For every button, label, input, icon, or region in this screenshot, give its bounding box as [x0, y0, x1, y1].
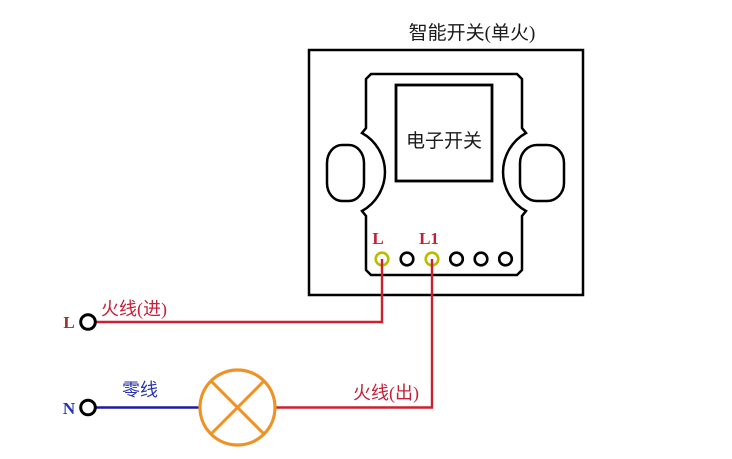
live-source-label: L: [63, 313, 74, 332]
mounting-hole-left: [325, 143, 366, 203]
neutral-wire-label: 零线: [122, 380, 158, 400]
lamp-icon: [198, 368, 277, 447]
diagram-title: 智能开关(单火): [409, 22, 536, 44]
mounting-hole-right: [518, 143, 566, 203]
live-source-terminal: [79, 313, 97, 331]
terminal-l-label: L: [372, 229, 383, 248]
lamp-cross-line-2: [209, 379, 266, 436]
terminal-hole-5: [473, 251, 489, 267]
neutral-source-terminal: [79, 398, 97, 417]
neutral-source-label: N: [63, 399, 76, 418]
live-in-wire: [96, 259, 384, 324]
electronic-switch-label: 电子开关: [406, 130, 482, 152]
terminal-hole-2: [399, 251, 415, 267]
live-in-wire-label: 火线(进): [101, 299, 167, 320]
terminal-l1-label: L1: [419, 229, 439, 248]
electronic-switch-box: [394, 83, 494, 183]
terminal-hole-4: [448, 251, 465, 267]
live-out-wire: [275, 259, 434, 409]
terminal-hole-6: [497, 251, 514, 267]
live-out-wire-label: 火线(出): [353, 383, 419, 404]
